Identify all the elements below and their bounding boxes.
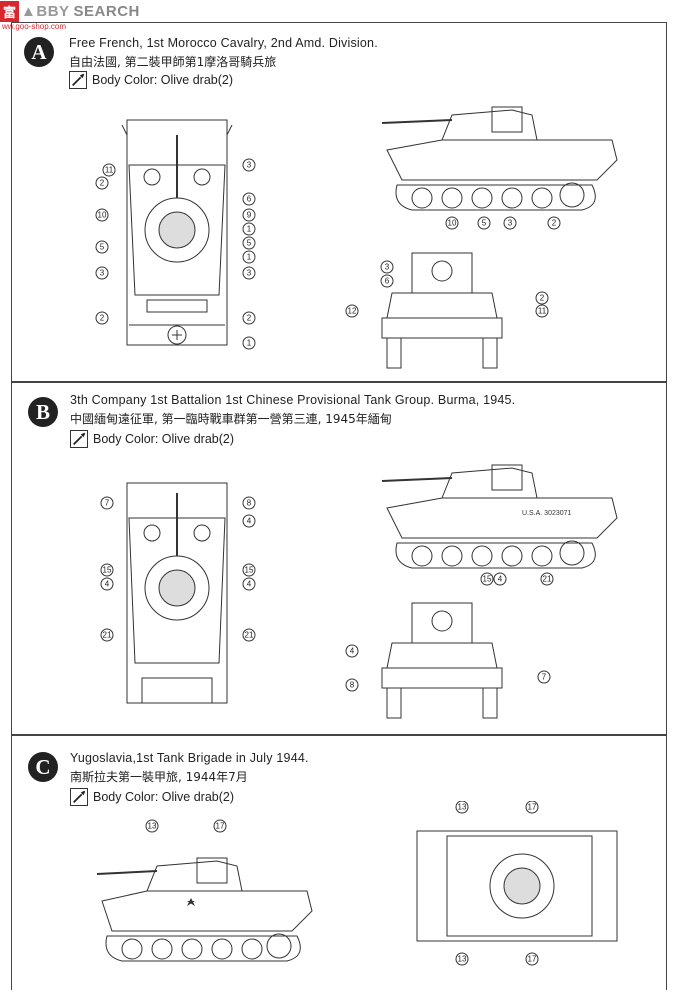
- callout: 3: [247, 269, 252, 278]
- callout: 21: [543, 575, 552, 584]
- watermark-logo: 富: [0, 0, 20, 22]
- watermark-text: SEARCH: [73, 2, 140, 20]
- callout: 12: [348, 307, 357, 316]
- callout: 2: [247, 314, 252, 323]
- callout: 10: [98, 211, 107, 220]
- section-title-cn: 自由法國, 第二裝甲師第1摩洛哥騎兵旅: [69, 55, 277, 69]
- callout: 4: [350, 647, 355, 656]
- callout: 11: [105, 166, 114, 175]
- callout: 15: [103, 566, 112, 575]
- callout: 5: [100, 243, 105, 252]
- tank-top-view: 13 17 13 17: [416, 801, 618, 966]
- body-color-row: Body Color: Olive drab(2): [69, 71, 233, 89]
- tank-top-view: 11 2 10 5 3 2 3 6 9 1 5 1 3 2 1: [95, 119, 256, 350]
- callout: 11: [538, 307, 547, 316]
- watermark-mid: ▲BBY: [21, 2, 70, 20]
- body-color-label: Body Color: Olive drab(2): [92, 73, 234, 87]
- callout: 7: [105, 499, 110, 508]
- section-title-cn: 中國緬甸遠征軍, 第一臨時戰車群第一營第三連, 1945年緬甸: [70, 412, 392, 426]
- callout: 1: [247, 339, 252, 348]
- paintbrush-icon: [70, 788, 88, 806]
- body-color-row: Body Color: Olive drab(2): [70, 430, 234, 448]
- callout: 17: [528, 803, 537, 812]
- callout: 3: [508, 219, 513, 228]
- callout: 8: [247, 499, 252, 508]
- callout: 13: [148, 822, 157, 831]
- callout: 2: [100, 179, 105, 188]
- callout: 5: [482, 219, 487, 228]
- tank-side-view: 13 17: [97, 819, 313, 962]
- callout: 6: [385, 277, 390, 286]
- section-b: B 3th Company 1st Battalion 1st Chinese …: [11, 382, 667, 735]
- callout: 7: [542, 673, 547, 682]
- callout: 13: [458, 803, 467, 812]
- callout: 1: [247, 225, 252, 234]
- tank-side-view: U.S.A. 3023071 15 4 21: [382, 464, 618, 586]
- body-color-label: Body Color: Olive drab(2): [93, 790, 235, 804]
- callout: 3: [247, 161, 252, 170]
- callout: 3: [385, 263, 390, 272]
- callout: 2: [540, 294, 545, 303]
- body-color-row: Body Color: Olive drab(2): [70, 788, 234, 806]
- callout: 13: [458, 955, 467, 964]
- callout-group: 11 2 10 5 3 2 3 6 9 1 5 1 3 2 1: [95, 158, 256, 350]
- vehicle-marking: U.S.A. 3023071: [522, 510, 572, 517]
- callout: 9: [247, 211, 252, 220]
- section-title-en: 3th Company 1st Battalion 1st Chinese Pr…: [70, 393, 516, 407]
- section-a: A Free French, 1st Morocco Cavalry, 2nd …: [11, 22, 667, 382]
- callout: 10: [448, 219, 457, 228]
- tank-top-view: 7 15 4 21 8 4 15 4 21: [100, 482, 256, 704]
- callout: 15: [483, 575, 492, 584]
- section-title-en: Free French, 1st Morocco Cavalry, 2nd Am…: [69, 36, 378, 50]
- tank-rear-view: 4 8 7: [345, 602, 551, 719]
- section-badge: A: [24, 37, 54, 67]
- callout: 4: [247, 517, 252, 526]
- callout: 3: [100, 269, 105, 278]
- section-badge: C: [28, 752, 58, 782]
- callout: 4: [498, 575, 503, 584]
- callout: 5: [247, 239, 252, 248]
- callout: 8: [350, 681, 355, 690]
- callout: 2: [100, 314, 105, 323]
- callout: 21: [245, 631, 254, 640]
- paintbrush-icon: [69, 71, 87, 89]
- callout: 17: [528, 955, 537, 964]
- callout: 6: [247, 195, 252, 204]
- section-badge: B: [28, 397, 58, 427]
- callout: 1: [247, 253, 252, 262]
- section-title-cn: 南斯拉夫第一裝甲旅, 1944年7月: [70, 770, 248, 784]
- callout: 4: [105, 580, 110, 589]
- callout: 4: [247, 580, 252, 589]
- callout: 2: [552, 219, 557, 228]
- callout: 17: [216, 822, 225, 831]
- tank-side-view: 10 5 3 2: [382, 106, 618, 230]
- section-title-en: Yugoslavia,1st Tank Brigade in July 1944…: [70, 751, 309, 765]
- paintbrush-icon: [70, 430, 88, 448]
- tank-rear-view: 3 6 12 2 11: [345, 252, 549, 369]
- watermark-url: ww.goo-shop.com: [2, 22, 67, 31]
- body-color-label: Body Color: Olive drab(2): [93, 432, 235, 446]
- callout: 21: [103, 631, 112, 640]
- section-c: C Yugoslavia,1st Tank Brigade in July 19…: [11, 735, 667, 990]
- watermark: 富 ▲BBY SEARCH: [0, 0, 140, 22]
- callout: 15: [245, 566, 254, 575]
